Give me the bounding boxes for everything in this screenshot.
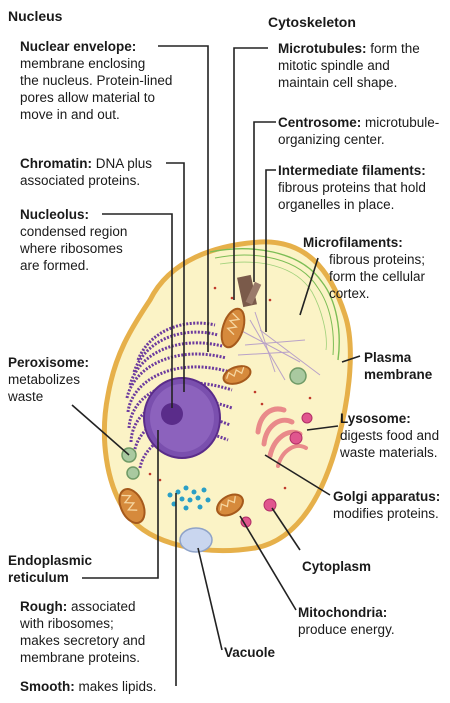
nucleolus-desc-2: where ribosomes <box>20 241 123 256</box>
centrosome-term: Centrosome: <box>278 115 362 130</box>
microtubules-desc: form the <box>370 41 420 56</box>
intermediate-filaments-label: Intermediate filaments: fibrous proteins… <box>278 162 426 213</box>
microtubules-desc-3: maintain cell shape. <box>278 75 398 90</box>
rough-desc-3: makes secretory and <box>20 633 146 648</box>
nuclear-envelope-desc-1: membrane enclosing <box>20 56 146 71</box>
microtubules-label: Microtubules: form the mitotic spindle a… <box>278 40 420 91</box>
nucleolus-shape <box>161 403 183 425</box>
smooth-desc: makes lipids. <box>78 679 157 694</box>
golgi-term: Golgi apparatus: <box>333 489 441 504</box>
er-label: Endoplasmic reticulum <box>8 552 92 586</box>
centrosome-desc-2: organizing center. <box>278 132 385 147</box>
er-term-2: reticulum <box>8 570 69 585</box>
microtubules-desc-2: mitotic spindle and <box>278 58 390 73</box>
cytoplasm-dots <box>148 286 312 490</box>
peroxisome-desc-1: metabolizes <box>8 372 81 387</box>
golgi-desc-1: modifies proteins. <box>333 506 439 521</box>
nucleolus-desc-1: condensed region <box>20 224 128 239</box>
plasma-term-2: membrane <box>364 367 433 382</box>
centrosome-label: Centrosome: microtubule- organizing cent… <box>278 114 439 148</box>
cytoplasm-label: Cytoplasm <box>302 559 372 574</box>
lysosome-label: Lysosome: digests food and waste materia… <box>340 410 439 461</box>
leader-lines <box>71 45 361 686</box>
microfilaments-desc-3: cortex. <box>329 286 370 301</box>
rough-desc: associated <box>71 599 136 614</box>
chromatin-term: Chromatin: <box>20 156 92 171</box>
smooth-term: Smooth: <box>20 679 75 694</box>
microtubules-term: Microtubules: <box>278 41 367 56</box>
peroxisome-label: Peroxisome: metabolizes waste <box>8 354 89 405</box>
centrosome-desc: microtubule- <box>365 115 440 130</box>
nuclear-envelope-desc-3: pores allow material to <box>20 90 156 105</box>
nuclear-envelope-term: Nuclear envelope: <box>20 39 137 54</box>
nucleus-heading: Nucleus <box>8 8 63 24</box>
intermediate-desc-1: fibrous proteins that hold <box>278 180 426 195</box>
cytoskeleton-fibers <box>237 311 321 381</box>
microfilaments-label: Microfilaments: fibrous proteins; form t… <box>303 234 425 302</box>
chromatin-desc: DNA plus <box>95 156 153 171</box>
nucleolus-term: Nucleolus: <box>20 207 90 222</box>
chromatin-desc-2: associated proteins. <box>20 173 141 188</box>
microfilament-cortex <box>209 248 340 361</box>
vacuole-shape <box>179 527 213 553</box>
mitochondria-term: Mitochondria: <box>298 605 388 620</box>
microfilaments-term: Microfilaments: <box>303 235 403 250</box>
lysosome-desc-1: digests food and <box>340 428 440 443</box>
centrosome-shape <box>237 274 262 308</box>
mitochondria-label: Mitochondria: produce energy. <box>298 604 395 638</box>
nuclear-envelope-desc-2: the nucleus. Protein-lined <box>20 73 173 88</box>
mitochondria-shapes <box>118 307 252 524</box>
chromatin-label: Chromatin: DNA plus associated proteins. <box>20 155 152 189</box>
lysosome-desc-2: waste materials. <box>340 445 438 460</box>
nuclear-envelope-label: Nuclear envelope: membrane enclosing the… <box>20 38 172 123</box>
nucleolus-label: Nucleolus: condensed region where riboso… <box>20 206 127 274</box>
microfilaments-desc-1: fibrous proteins; <box>329 252 426 267</box>
mitochondria-desc-1: produce energy. <box>298 622 395 637</box>
nucleolus-desc-3: are formed. <box>20 258 90 273</box>
plasma-membrane-shape <box>102 239 353 553</box>
rough-desc-4: membrane proteins. <box>20 650 141 665</box>
peroxisome-desc-2: waste <box>8 389 44 404</box>
intermediate-term: Intermediate filaments: <box>278 163 426 178</box>
plasma-membrane-label: Plasma membrane <box>364 349 432 383</box>
rough-term: Rough: <box>20 599 68 614</box>
cytoskeleton-heading: Cytoskeleton <box>268 14 356 30</box>
lysosome-shapes <box>240 412 313 528</box>
er-term-1: Endoplasmic <box>8 553 93 568</box>
plasma-term-1: Plasma <box>364 350 412 365</box>
microfilaments-desc-2: form the cellular <box>329 269 426 284</box>
lysosome-term: Lysosome: <box>340 411 411 426</box>
rough-er-label: Rough: associated with ribosomes; makes … <box>20 598 145 666</box>
intermediate-desc-2: organelles in place. <box>278 197 395 212</box>
peroxisome-term: Peroxisome: <box>8 355 90 370</box>
nuclear-envelope-desc-4: move in and out. <box>20 107 120 122</box>
vacuole-label: Vacuole <box>224 645 276 660</box>
rough-desc-2: with ribosomes; <box>20 616 114 631</box>
smooth-er-label: Smooth: makes lipids. <box>20 678 157 695</box>
golgi-label: Golgi apparatus: modifies proteins. <box>333 488 440 522</box>
